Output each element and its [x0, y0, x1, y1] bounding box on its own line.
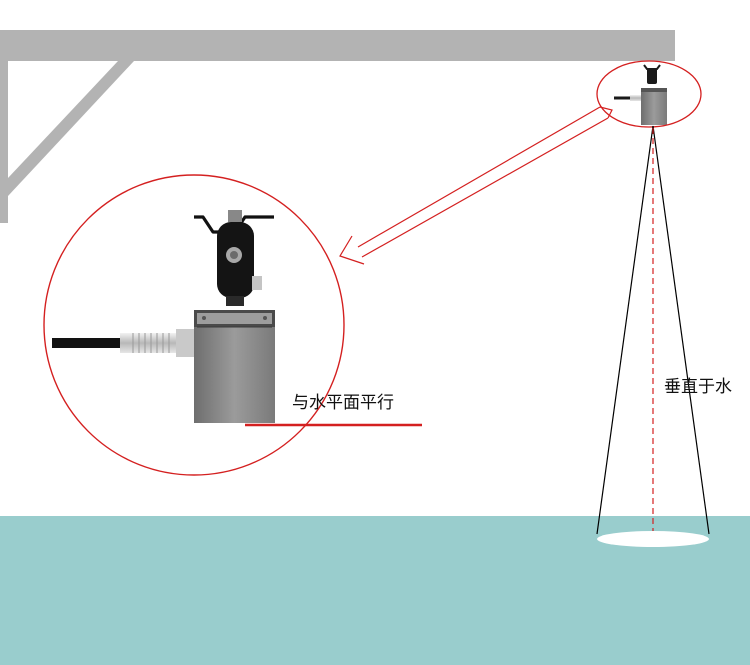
- sensor-large: [52, 210, 275, 423]
- measurement-cone: [596, 125, 710, 547]
- bracket-arm: [0, 30, 675, 61]
- label-parallel-to-horizontal: 与水平面平行: [292, 393, 394, 413]
- sensor-small: [614, 64, 667, 125]
- label-perpendicular-to-water: 垂直于水: [664, 377, 732, 397]
- zoom-arrow: [339, 106, 613, 265]
- zoom-circle: [43, 174, 345, 476]
- bracket-post: [0, 61, 8, 223]
- mounting-bracket: [0, 30, 675, 223]
- beam-footprint: [597, 531, 709, 547]
- small-highlight-circle: [596, 60, 702, 128]
- bracket-brace: [8, 61, 134, 196]
